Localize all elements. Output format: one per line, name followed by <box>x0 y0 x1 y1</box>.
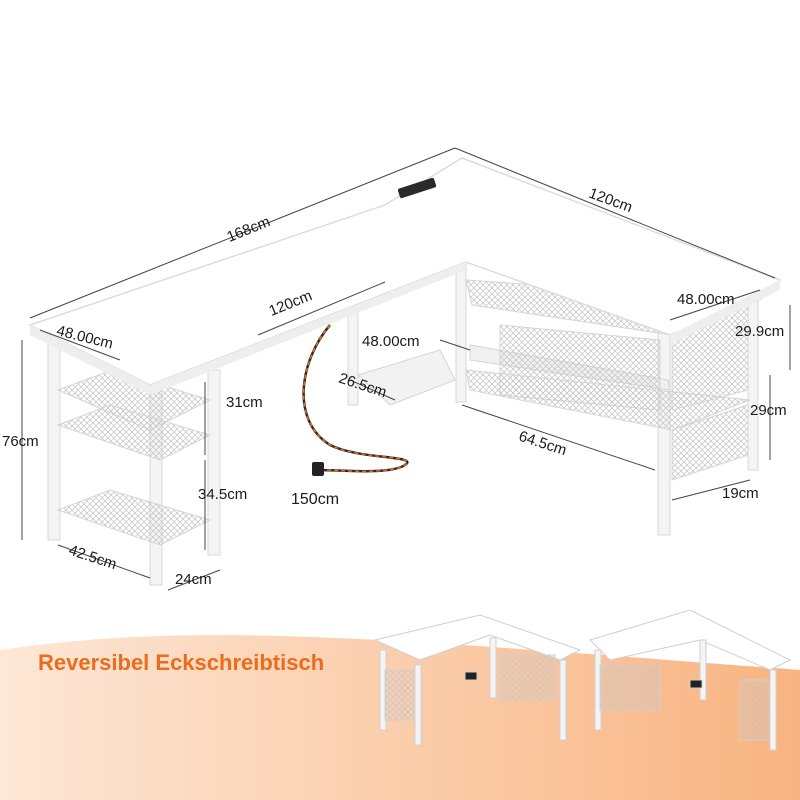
dim-height: 76cm <box>2 433 39 450</box>
dim-left-base-depth: 24cm <box>175 571 212 588</box>
dim-center-depth: 48.00cm <box>362 333 420 350</box>
dim-left-lower-gap: 34.5cm <box>198 486 248 503</box>
dim-left-upper-gap: 31cm <box>226 394 263 411</box>
thumbnail-left-configuration <box>373 614 582 746</box>
power-cable <box>302 324 409 476</box>
banner-background <box>0 610 800 800</box>
banner-title: Reversibel Eckschreibtisch <box>38 650 325 675</box>
left-wing-shelves <box>56 349 456 546</box>
thumbnail-right-configuration <box>589 610 792 751</box>
dim-cable-length: 150cm <box>291 491 340 508</box>
dim-right-lower-shelf: 29cm <box>750 402 787 419</box>
dimension-lines <box>21 147 791 591</box>
dim-right-depth: 48.00cm <box>677 291 735 308</box>
dim-right-upper-shelf: 29.9cm <box>735 323 785 340</box>
power-outlet <box>397 177 437 199</box>
dim-right-shelf-depth: 19cm <box>722 485 759 502</box>
desktop-surface <box>28 157 782 395</box>
